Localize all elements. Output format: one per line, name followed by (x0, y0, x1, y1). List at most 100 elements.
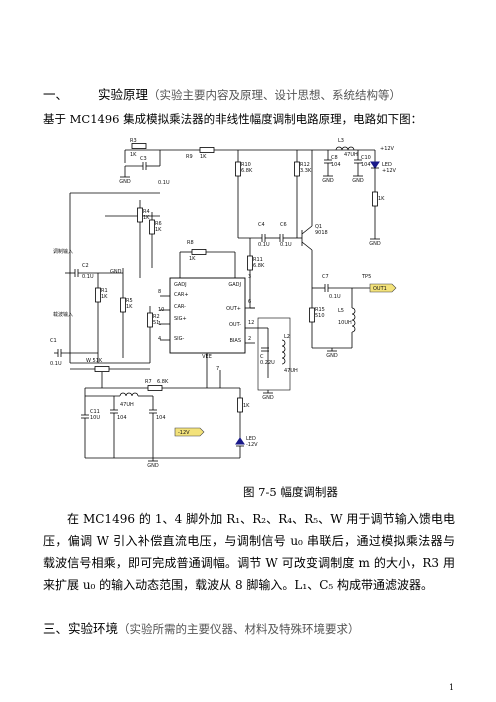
chip-pin-left-label: GADJ (174, 282, 187, 288)
carrier-input-label: 载波输入 (53, 311, 73, 318)
figure-caption: 图 7-5 幅度调制器 (243, 485, 338, 499)
inductor-l5 (351, 307, 356, 333)
led2-label: LED (246, 436, 256, 442)
r4-label: R4 (143, 209, 150, 215)
resistor-r8 (191, 249, 207, 255)
l5-label: L5 (338, 308, 344, 314)
chip-vee-label: VEE (202, 354, 212, 360)
chip-pin-left-label: SIG+ (174, 316, 187, 322)
r1-label: R1 (101, 288, 108, 294)
mod-input-label: 调制输入 (53, 248, 73, 255)
r3-label: R3 (130, 138, 137, 144)
q1-value: 9018 (315, 230, 328, 236)
chip-pin-right-label: OUT+ (226, 306, 241, 312)
c8-value: 104 (331, 162, 341, 168)
c2-value: 0.1U (82, 274, 94, 280)
c7-value: 0.1U (329, 294, 341, 300)
r12-label: R12 (300, 162, 310, 168)
c6-value: 0.1U (280, 242, 292, 248)
r7-value: 6.8K (157, 379, 169, 385)
resistor-r4 (137, 207, 143, 223)
chip-pin-number: 12 (248, 320, 254, 326)
section-3-note: （实验所需的主要仪器、材料及特殊环境要求） (118, 622, 360, 636)
c11-value: 10U (90, 415, 100, 421)
gnd-label: GND (326, 353, 338, 359)
chip-pin-right-label: GADJ (228, 282, 241, 288)
inductor-l1 (119, 392, 139, 397)
section-1-note: （实验主要内容及原理、设计思想、系统结构等） (148, 88, 401, 102)
c11-label: C11 (90, 409, 100, 415)
gnd-label: GND (352, 178, 364, 184)
r15-label: R15 (315, 307, 325, 313)
c2-label: C2 (82, 263, 89, 269)
vee-tag (174, 427, 205, 437)
gnd-label: GND (322, 178, 334, 184)
resistor-r5 (120, 297, 126, 313)
led2-resistor-value: 1K (243, 403, 250, 409)
c12-value: 104 (156, 415, 166, 421)
mc1496-chip (169, 277, 246, 354)
chip-pin-right-label: OUT- (229, 322, 241, 328)
chip-pin-number: 1 (158, 321, 161, 327)
chip-pin-number: 8 (158, 289, 161, 295)
chip-pin-number: 4 (158, 336, 161, 342)
c6-label: C6 (280, 222, 287, 228)
gnd-label: GND (262, 395, 274, 401)
led-icon (370, 161, 380, 169)
r15-value: 510 (315, 313, 325, 319)
c8-label: C8 (331, 155, 338, 161)
l3-value: 47UH (344, 152, 358, 158)
l2-label: L2 (284, 334, 290, 340)
r2-label: R2 (153, 314, 160, 320)
intro-line: 基于 MC1496 集成模拟乘法器的非线性幅度调制电路原理，电路如下图： (43, 112, 423, 126)
c3-label: C3 (140, 156, 147, 162)
chip-pin-left-label: CAR+ (174, 292, 189, 298)
c1-value: 0.1U (50, 361, 62, 367)
r12-value: 3.3K (300, 168, 312, 174)
c9-value: 104 (117, 415, 127, 421)
chip-pin-number: 3 (248, 274, 251, 280)
c7-label: C7 (322, 274, 329, 280)
led-icon (235, 437, 245, 445)
c1-label: C1 (50, 338, 57, 344)
l1-value: 47UH (120, 402, 134, 408)
gnd-label: GND (110, 269, 122, 275)
tank-box (257, 317, 291, 391)
resistor-r11 (247, 255, 253, 271)
r6-label: R6 (155, 221, 162, 227)
inductor-l2 (281, 339, 286, 365)
body-paragraph-text: 在 MC1496 的 1、4 脚外加 R₁、R₂、R₄、R₅、W 用于调节输入馈… (43, 512, 455, 592)
l5-value: 10UH (338, 320, 352, 326)
r10-label: R10 (241, 162, 251, 168)
resistor-r3 (131, 143, 147, 149)
chip-pin-left-label: CAR- (174, 304, 186, 310)
vcc-label: +12V (380, 146, 395, 152)
resistor-r15 (309, 307, 315, 323)
r1-value: 1K (101, 294, 108, 300)
body-paragraph: 在 MC1496 的 1、4 脚外加 R₁、R₂、R₄、R₅、W 用于调节输入馈… (43, 508, 455, 596)
r11-label: R11 (253, 257, 263, 263)
r10-value: 6.8K (241, 168, 253, 174)
section-1-title: 实验原理 (97, 87, 148, 102)
r4-value: 1K (143, 215, 150, 221)
vee-tag-label: -12V (178, 430, 190, 436)
out1-label: OUT1 (373, 286, 387, 292)
resistor-led2 (237, 397, 243, 413)
section-3-title: 三、实验环境 (43, 621, 119, 636)
section-3-heading: 三、实验环境（实验所需的主要仪器、材料及特殊环境要求） (43, 618, 360, 637)
resistor-r2 (147, 312, 153, 328)
page-number: 1 (449, 683, 455, 692)
r11-value: 6.8K (253, 263, 265, 269)
section-1-heading: 一、 实验原理（实验主要内容及原理、设计思想、系统结构等） (43, 84, 401, 103)
gnd-label: GND (119, 179, 131, 185)
r6-value: 1K (155, 227, 162, 233)
q1-label: Q1 (315, 224, 322, 230)
section-1-number: 一、 (43, 87, 69, 102)
c4-label: C4 (258, 222, 265, 228)
r9-label: R9 (186, 154, 193, 160)
resistor-r10 (235, 161, 241, 177)
w-label: W 51K (86, 358, 103, 364)
resistor-r12 (294, 161, 300, 177)
l2-value: 47UH (284, 368, 298, 374)
